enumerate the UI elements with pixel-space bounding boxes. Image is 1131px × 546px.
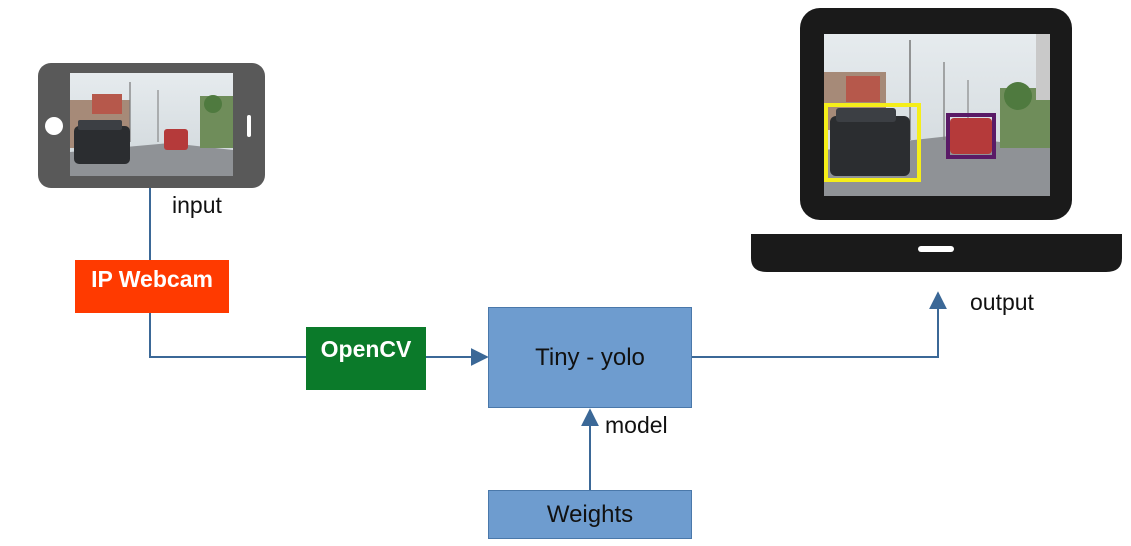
model-label: model [605,412,668,438]
detection-box-car-2 [946,113,996,159]
yolo-to-output-arrow [690,291,947,358]
tiny-yolo-label: Tiny - yolo [535,343,645,371]
laptop-icon [751,8,1122,272]
smartphone-icon [38,63,265,188]
detection-box-car-1 [824,103,921,182]
ip-webcam-node: IP Webcam [75,260,229,313]
weights-label: Weights [546,500,634,528]
tiny-yolo-node: Tiny - yolo [488,307,692,408]
input-label: input [172,192,222,218]
connectors [149,185,947,490]
weights-node: Weights [488,490,692,539]
opencv-node: OpenCV [306,327,426,390]
output-label: output [970,289,1034,315]
opencv-label: OpenCV [320,336,412,362]
webcam-to-opencv-connector [149,312,308,358]
ip-webcam-label: IP Webcam [91,266,213,292]
